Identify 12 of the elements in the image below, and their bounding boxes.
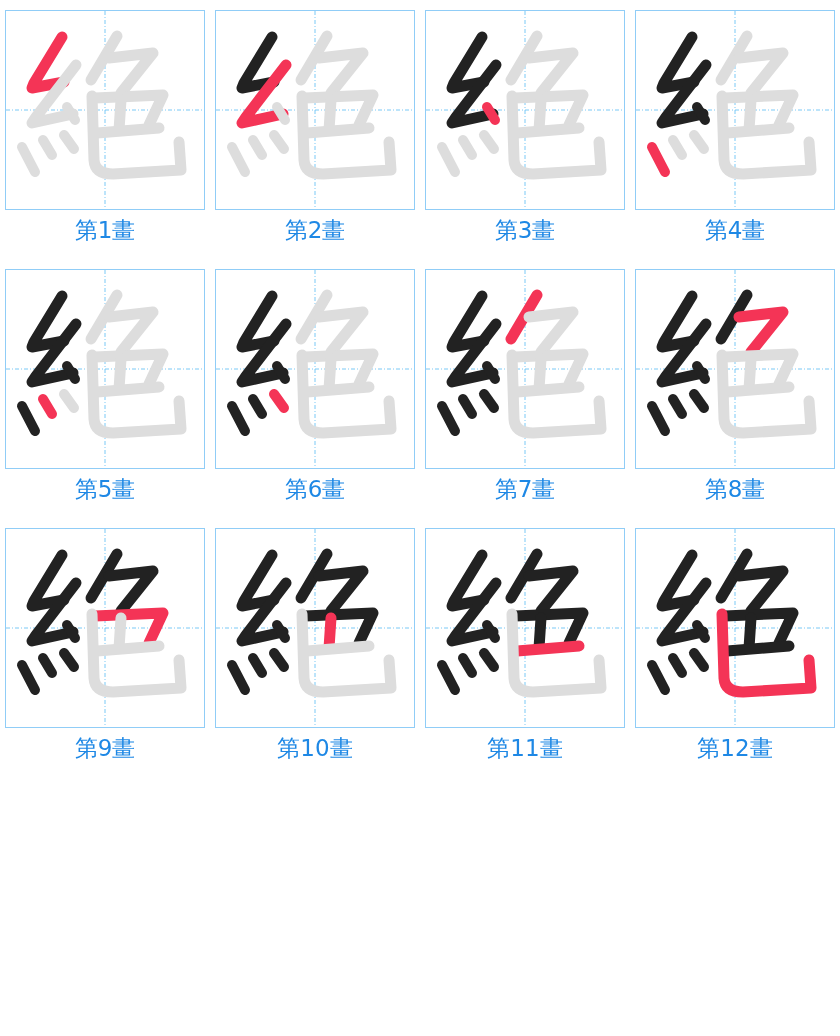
stroke-caption: 第3畫 — [494, 216, 556, 244]
stroke-caption: 第9畫 — [74, 734, 136, 762]
stroke-caption: 第7畫 — [494, 475, 556, 503]
stroke-caption: 第1畫 — [74, 216, 136, 244]
stroke-caption: 第8畫 — [704, 475, 766, 503]
stroke-caption: 第12畫 — [697, 734, 773, 762]
stroke-caption: 第2畫 — [284, 216, 346, 244]
stroke-caption: 第5畫 — [74, 475, 136, 503]
stroke-caption: 第11畫 — [487, 734, 563, 762]
stroke-caption: 第6畫 — [284, 475, 346, 503]
stroke-caption: 第10畫 — [277, 734, 353, 762]
stroke-caption: 第4畫 — [704, 216, 766, 244]
